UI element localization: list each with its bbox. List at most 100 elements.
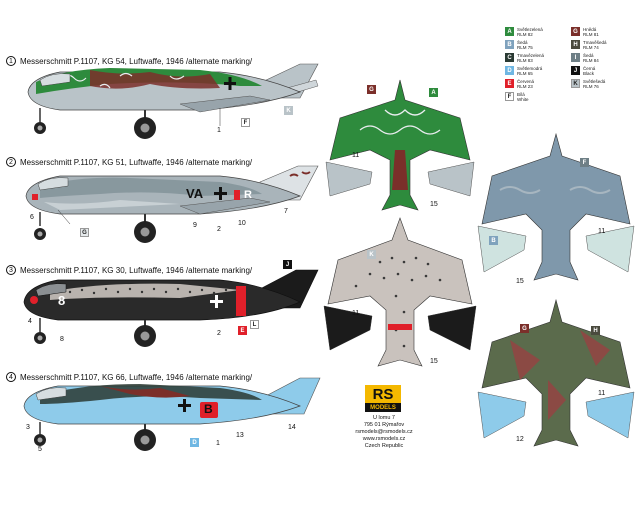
callout-number: 14: [288, 424, 296, 431]
legend-code: RLM 75: [517, 45, 533, 50]
legend-code: Black: [583, 71, 595, 76]
legend-swatch: K: [571, 79, 580, 88]
profile-3-title-row: 3 Messerschmitt P.1107, KG 30, Luftwaffe…: [6, 265, 252, 275]
profile-4-title-row: 4 Messerschmitt P.1107, KG 66, Luftwaffe…: [6, 372, 252, 382]
address-email: rsmodels@rsmodels.cz: [355, 429, 413, 435]
logo-top-text: RS: [365, 385, 401, 403]
profile-title: Messerschmitt P.1107, KG 51, Luftwaffe, …: [20, 157, 253, 167]
aircraft-letter: R: [244, 189, 252, 201]
color-code-tag: J: [283, 260, 292, 269]
callout-number: 3: [26, 424, 30, 431]
callout-number: 11: [598, 390, 606, 397]
callout-number: 15: [430, 201, 438, 208]
callout-number: 11: [352, 310, 360, 317]
legend-name: Šedá: [517, 40, 528, 45]
legend-swatch: H: [571, 40, 580, 49]
color-code-tag: B: [489, 236, 498, 245]
color-code-tag: D: [190, 438, 199, 447]
callout-number: 15: [430, 358, 438, 365]
legend-swatch: I: [571, 53, 580, 62]
profile-number-badge: 1: [6, 56, 16, 66]
legend-swatch: E: [505, 79, 514, 88]
aircraft-letter: B: [204, 402, 213, 416]
callout-number: 15: [516, 278, 524, 285]
profile-number-badge: 2: [6, 157, 16, 167]
callout-number: 1: [216, 440, 220, 447]
profile-title: Messerschmitt P.1107, KG 54, Luftwaffe, …: [20, 56, 253, 66]
legend-code: RLM 74: [583, 45, 599, 50]
legend-name: Bílá: [517, 92, 525, 97]
unit-code-letters: VA: [186, 186, 204, 201]
legend-code: RLM 84: [583, 58, 599, 63]
legend-name: Šedá: [583, 53, 594, 58]
address-line: U lomu 7: [372, 415, 395, 421]
legend-code: RLM 23: [517, 84, 533, 89]
legend-name: Hnědá: [583, 27, 597, 32]
color-code-tag: G: [80, 228, 89, 237]
logo-bottom-text: MODELS: [365, 403, 401, 412]
legend-name: Světlešedá: [583, 79, 606, 84]
color-code-tag: F: [241, 118, 250, 127]
legend-code: RLM 81: [583, 32, 599, 37]
color-code-tag: G: [367, 85, 376, 94]
legend-swatch: A: [505, 27, 514, 36]
callout-number: 6: [30, 214, 34, 221]
legend-code: RLM 82: [517, 32, 533, 37]
address-website: www.rsmodels.cz: [362, 436, 406, 442]
legend-swatch: F: [505, 92, 514, 101]
profile-title: Messerschmitt P.1107, KG 66, Luftwaffe, …: [20, 372, 253, 382]
legend-swatch: C: [505, 53, 514, 62]
legend-swatch: B: [505, 40, 514, 49]
legend-code: RLM 76: [583, 84, 599, 89]
callout-number: 13: [236, 432, 244, 439]
callout-number: 7: [284, 208, 288, 215]
legend-name: Černá: [583, 66, 596, 71]
profile-1-title-row: 1 Messerschmitt P.1107, KG 54, Luftwaffe…: [6, 56, 252, 66]
legend-name: Světlemodrá: [517, 66, 543, 71]
profile-number-badge: 3: [6, 265, 16, 275]
callout-number: 2: [217, 330, 221, 337]
legend-swatch: J: [571, 66, 580, 75]
legend-code: RLM 65: [517, 71, 533, 76]
aircraft-number: 8: [58, 293, 66, 308]
callout-number: 11: [598, 228, 606, 235]
callout-number: 10: [238, 220, 246, 227]
legend-code: RLM 83: [517, 58, 533, 63]
callout-number: 2: [217, 226, 221, 233]
address-line: 795 01 Rýmařov: [363, 422, 405, 428]
color-code-tag: A: [429, 88, 438, 97]
color-code-tag: G: [520, 324, 529, 333]
legend-name: Tmavěšedá: [583, 40, 607, 45]
legend-name: Světlezelená: [517, 27, 543, 32]
profile-2-title-row: 2 Messerschmitt P.1107, KG 51, Luftwaffe…: [6, 157, 252, 167]
callout-number: 9: [193, 222, 197, 229]
legend-code: White: [517, 97, 529, 102]
color-code-tag: K: [284, 106, 293, 115]
color-code-tag: K: [367, 250, 376, 259]
legend-swatch: D: [505, 66, 514, 75]
callout-number: 5: [38, 446, 42, 453]
